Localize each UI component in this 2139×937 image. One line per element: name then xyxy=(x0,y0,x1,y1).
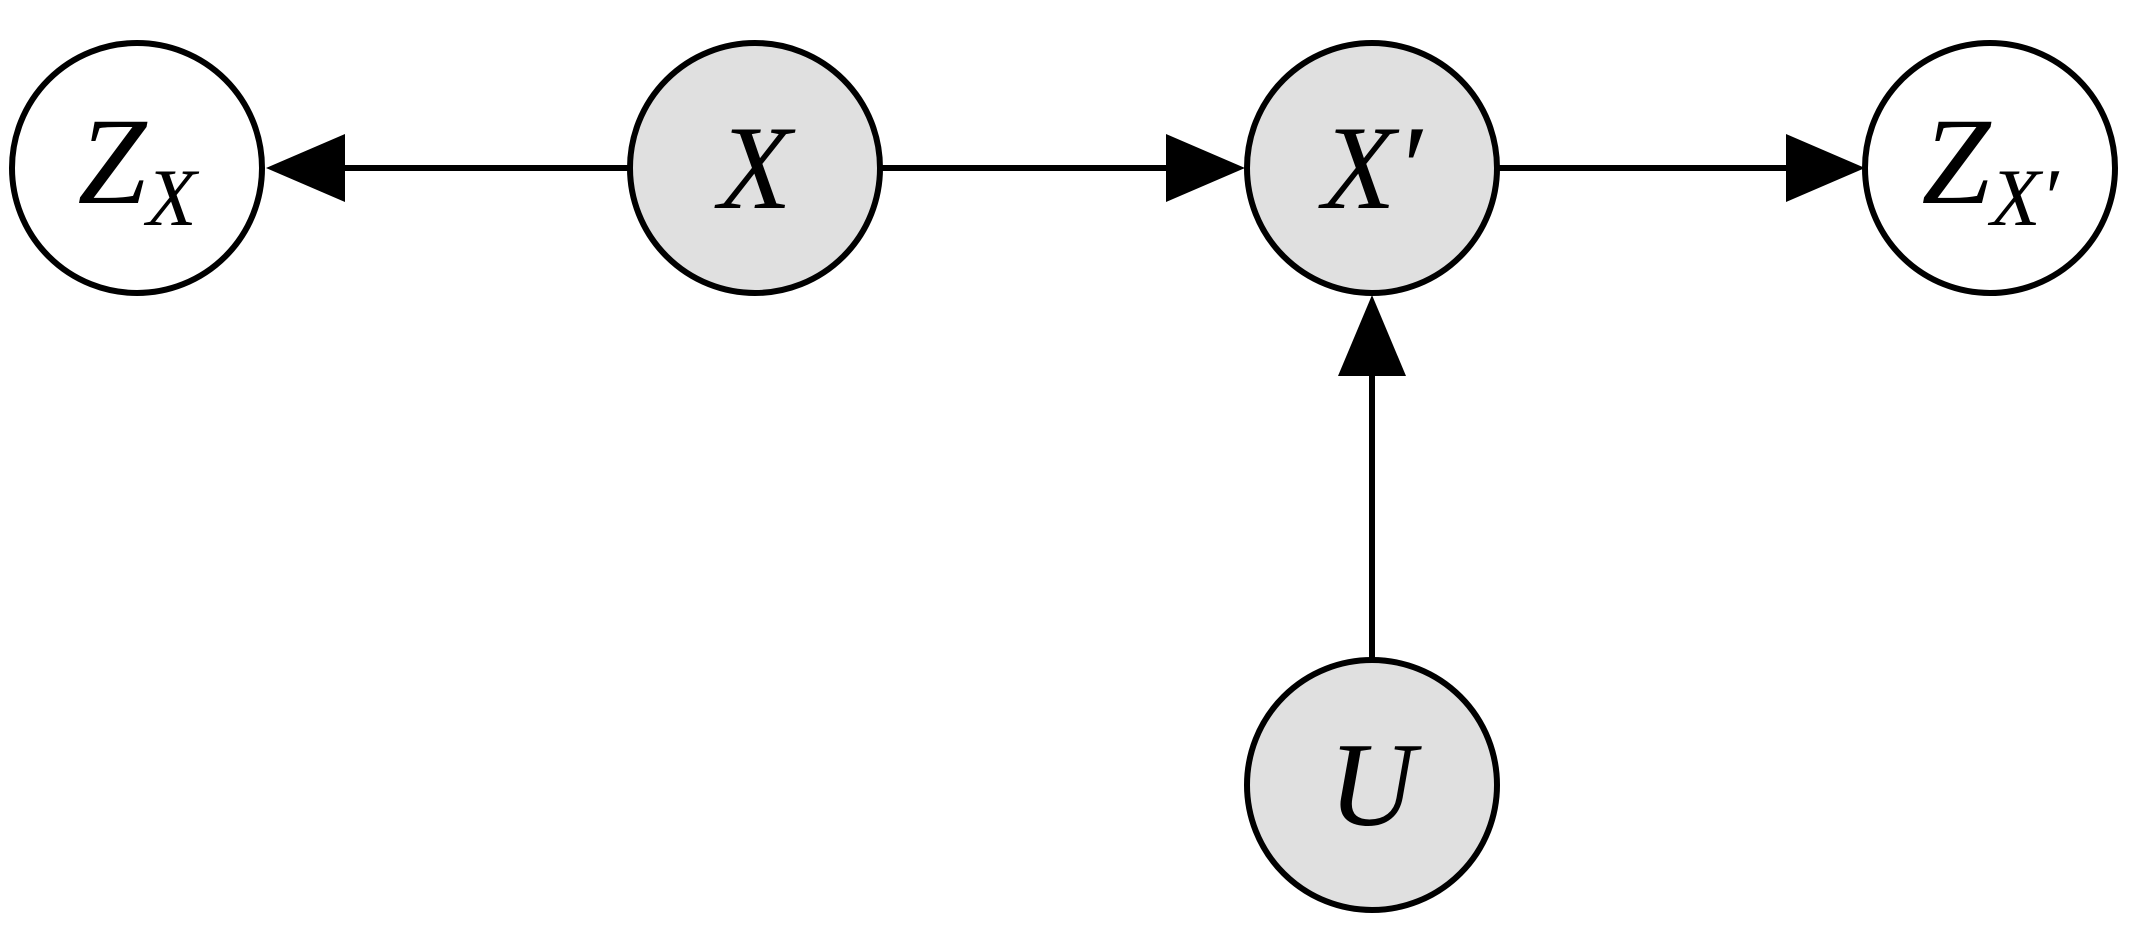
node-zxprime-sub: X′ xyxy=(1987,152,2059,243)
edges xyxy=(266,134,1865,660)
node-zx-sub: X xyxy=(143,152,199,243)
node-u-main: U xyxy=(1329,718,1423,851)
node-x-main: X xyxy=(714,101,796,234)
node-x-circle xyxy=(627,40,883,296)
edge-u-to-xprime xyxy=(1338,295,1406,660)
arrowhead-zx xyxy=(266,134,345,202)
edge-xprime-to-zxprime xyxy=(1499,134,1865,202)
node-xprime-label: X′ xyxy=(1318,101,1423,234)
node-xprime: X′ xyxy=(1244,40,1500,296)
arrowhead-xprime-left xyxy=(1166,134,1245,202)
node-zxprime-main: Z xyxy=(1922,93,1992,230)
node-zxprime-label: ZX′ xyxy=(1922,93,2060,243)
node-u: U xyxy=(1244,657,1500,913)
arrowhead-zxprime xyxy=(1786,134,1865,202)
arrowhead-xprime-bottom xyxy=(1338,295,1406,376)
node-zx-label: ZX xyxy=(77,93,199,243)
node-zx: ZX xyxy=(9,40,265,296)
node-x: X xyxy=(627,40,883,296)
node-zx-circle xyxy=(9,40,265,296)
node-xprime-main: X′ xyxy=(1318,101,1423,234)
edge-x-to-xprime xyxy=(882,134,1245,202)
edge-x-to-zx xyxy=(266,134,628,202)
node-zxprime-circle xyxy=(1862,40,2118,296)
node-u-circle xyxy=(1244,657,1500,913)
node-x-label: X xyxy=(714,101,796,234)
node-zx-main: Z xyxy=(77,93,147,230)
node-u-label: U xyxy=(1329,718,1423,851)
node-zxprime: ZX′ xyxy=(1862,40,2118,296)
node-xprime-circle xyxy=(1244,40,1500,296)
